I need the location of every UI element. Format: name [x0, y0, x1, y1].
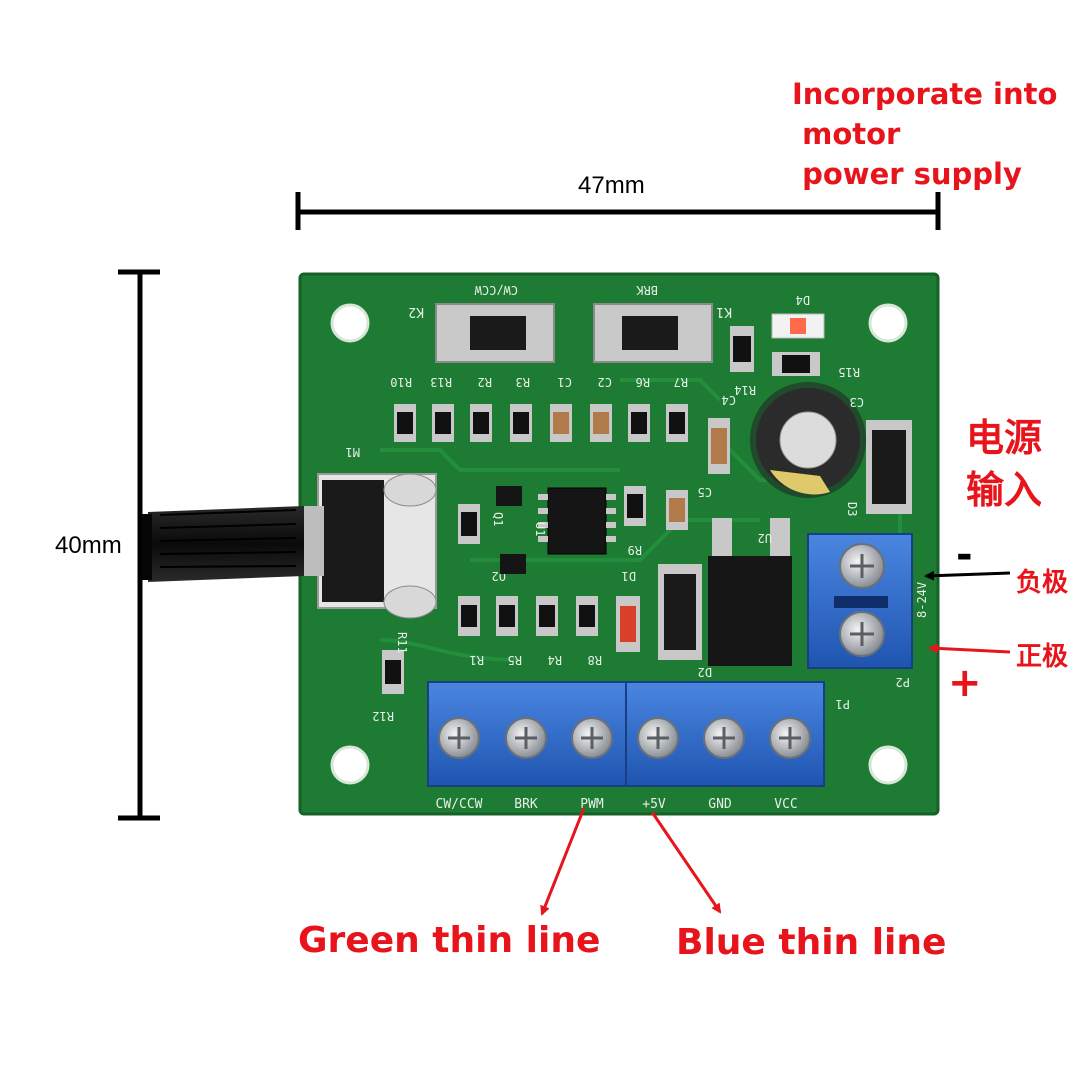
silk-d4: D4 [796, 293, 810, 307]
silk-c3: C3 [850, 395, 864, 409]
silk-r7: R7 [674, 375, 688, 389]
diode-d3 [866, 420, 912, 514]
led-d4 [771, 313, 825, 339]
silk-u1: U1 [533, 522, 547, 536]
supply-note: Incorporate into motor power supply [792, 74, 1057, 194]
switch-k2 [435, 303, 555, 363]
power-terminal-p2 [807, 533, 913, 669]
switch-k1 [593, 303, 713, 363]
silk-p2: P2 [896, 675, 910, 689]
silkscreen-top-labels: R10 R13 R2 R3 C1 C2 R6 R7 [390, 375, 688, 389]
silk-r12: R12 [372, 709, 394, 723]
silk-u2: U2 [758, 531, 772, 545]
k2-label: K2 [408, 304, 424, 319]
silk-r3: R3 [516, 375, 530, 389]
silk-r6: R6 [636, 375, 650, 389]
silk-d3: D3 [845, 502, 859, 516]
blue-wire-arrow [650, 811, 722, 914]
green-wire-label: Green thin line [298, 920, 601, 961]
silk-r5: R5 [508, 653, 522, 667]
smd-components-right [458, 326, 820, 544]
silk-q1: Q1 [491, 512, 505, 526]
k1-label: K1 [716, 304, 732, 319]
positive-symbol: + [948, 660, 982, 706]
k2-func-label: CW/CCW [474, 283, 518, 297]
silk-r8: R8 [588, 653, 602, 667]
silk-r13: R13 [430, 375, 452, 389]
negative-label: 负极 [1016, 568, 1069, 598]
width-dimension-label: 47mm [578, 172, 645, 199]
silk-r9: R9 [628, 543, 642, 557]
mounting-holes [330, 303, 908, 785]
silk-r1: R1 [470, 653, 484, 667]
diode-d1 [616, 596, 640, 652]
diode-d2 [658, 564, 702, 660]
silk-c5: C5 [698, 485, 712, 499]
chip-u2 [708, 518, 792, 666]
height-dimension-bar [118, 269, 160, 821]
power-input-line2: 输入 [966, 468, 1043, 512]
blue-wire-label: Blue thin line [676, 922, 947, 963]
pin-brk: BRK [514, 797, 538, 812]
smd-resistors-top [394, 404, 688, 442]
silk-r2: R2 [478, 375, 492, 389]
supply-note-line3: power supply [792, 157, 1022, 191]
silk-c4: C4 [722, 393, 736, 407]
width-dimension-bar [295, 192, 941, 230]
silk-r14: R14 [734, 383, 756, 397]
silk-r10: R10 [390, 375, 412, 389]
control-terminal-p1 [427, 681, 825, 787]
silk-d2: D2 [698, 665, 712, 679]
silk-r11: R11 [395, 632, 409, 654]
green-wire-arrow [540, 807, 586, 916]
capacitor-c3 [750, 382, 866, 498]
pin-5v: +5V [642, 797, 666, 812]
silk-p1: P1 [836, 697, 850, 711]
power-input-label: 电源 输入 [966, 412, 1042, 516]
k1-func-label: BRK [636, 283, 658, 297]
silk-c1: C1 [558, 375, 572, 389]
transistors-q [496, 486, 526, 574]
smd-resistors-bottom [382, 596, 598, 694]
pin-pwm: PWM [580, 797, 604, 812]
potentiometer [142, 473, 437, 619]
pin-cw-ccw: CW/CCW [436, 797, 483, 812]
positive-label: 正极 [1016, 642, 1069, 672]
supply-note-line1: Incorporate into [792, 77, 1058, 111]
negative-symbol: - [956, 532, 973, 578]
terminal-pin-labels: CW/CCW BRK PWM +5V GND VCC [436, 797, 798, 812]
pin-gnd: GND [708, 797, 732, 812]
pin-vcc: VCC [774, 797, 797, 812]
power-input-line1: 电源 [966, 416, 1043, 460]
height-dimension-label: 40mm [55, 532, 122, 559]
silk-r4: R4 [548, 653, 562, 667]
silk-pot-label: M1 [346, 445, 360, 459]
supply-note-line2: motor [792, 117, 901, 151]
p2-voltage-label: 8-24V [915, 582, 929, 618]
positive-arrow [928, 643, 1011, 654]
silk-r15: R15 [838, 365, 860, 379]
silk-c2: C2 [598, 375, 612, 389]
negative-arrow [924, 570, 1011, 581]
chip-u1 [538, 487, 616, 555]
silk-d1: D1 [622, 569, 636, 583]
